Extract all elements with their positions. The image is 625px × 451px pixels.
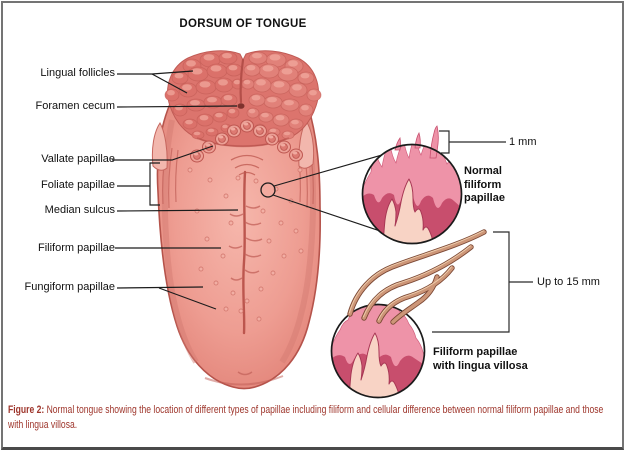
measurement-bracket-15mm bbox=[432, 231, 533, 333]
caption-text: Normal tongue showing the location of di… bbox=[8, 404, 604, 431]
foramen-cecum-spot bbox=[237, 103, 245, 109]
measurement-bracket-1mm bbox=[439, 130, 506, 154]
fungiform-papillae-dots bbox=[187, 167, 304, 322]
tongue-diagram bbox=[112, 50, 533, 399]
label-foliate-papillae: Foliate papillae bbox=[41, 179, 115, 191]
label-fungiform-papillae: Fungiform papillae bbox=[24, 281, 116, 293]
label-normal-filiform: Normal filiform papillae bbox=[464, 165, 505, 204]
label-lingual-follicles: Lingual follicles bbox=[40, 67, 115, 79]
label-vallate-papillae: Vallate papillae bbox=[41, 153, 115, 165]
median-sulcus-line bbox=[228, 170, 263, 376]
measurement-15mm: Up to 15 mm bbox=[537, 276, 600, 288]
label-median-sulcus: Median sulcus bbox=[44, 204, 115, 216]
leader-lines bbox=[112, 70, 239, 310]
label-filiform-papillae: Filiform papillae bbox=[37, 242, 115, 254]
vallate-papillae-group bbox=[190, 119, 303, 163]
caption-prefix: Figure 2: bbox=[8, 404, 45, 416]
villi-strands bbox=[347, 229, 487, 325]
figure-caption: Figure 2:Normal tongue showing the locat… bbox=[8, 403, 616, 433]
inset-lingua-villosa bbox=[330, 229, 487, 399]
terminal-sulcus-arcs bbox=[230, 154, 264, 176]
measurement-1mm: 1 mm bbox=[509, 136, 537, 148]
figure-title: DORSUM OF TONGUE bbox=[179, 18, 307, 30]
left-horn bbox=[151, 122, 168, 171]
lingual-follicles-region bbox=[164, 50, 322, 148]
label-lingua-villosa: Filiform papillae with lingua villosa bbox=[433, 346, 528, 372]
label-foramen-cecum: Foramen cecum bbox=[35, 100, 115, 112]
inset-normal-filiform bbox=[361, 125, 463, 245]
